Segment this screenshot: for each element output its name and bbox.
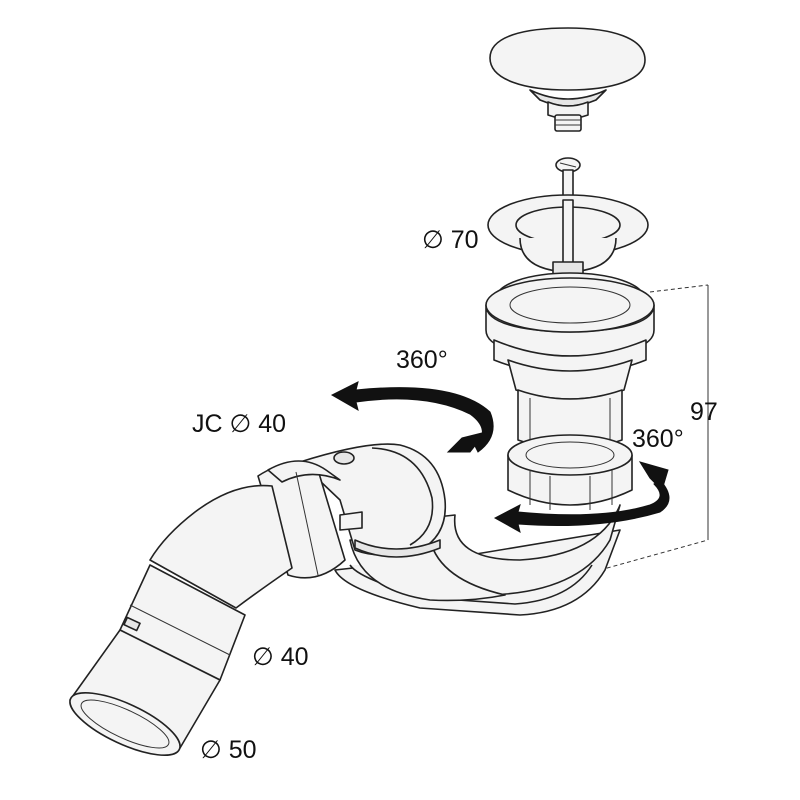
- rotation-top-label: 360°: [396, 346, 448, 374]
- height-label: 97: [690, 398, 718, 426]
- pipe-40-label: ∅ 40: [252, 643, 309, 671]
- clamp-ring: [257, 460, 346, 579]
- rotation-arrow-left: [330, 381, 494, 453]
- elbow-connector: [299, 443, 447, 558]
- joint-label: JC ∅ 40: [192, 410, 286, 438]
- outlet-pipe: [69, 484, 293, 756]
- outlet-body: [485, 277, 655, 450]
- cap-diameter-label: ∅ 70: [422, 226, 479, 254]
- height-dimension: [599, 284, 709, 571]
- rotation-arrow-right: [493, 461, 670, 534]
- swivel-nut: [507, 434, 633, 510]
- pipe-50-label: ∅ 50: [200, 736, 257, 764]
- rotation-right-label: 360°: [632, 425, 684, 453]
- waste-flange: [487, 194, 649, 283]
- stopper-cap: [489, 27, 646, 132]
